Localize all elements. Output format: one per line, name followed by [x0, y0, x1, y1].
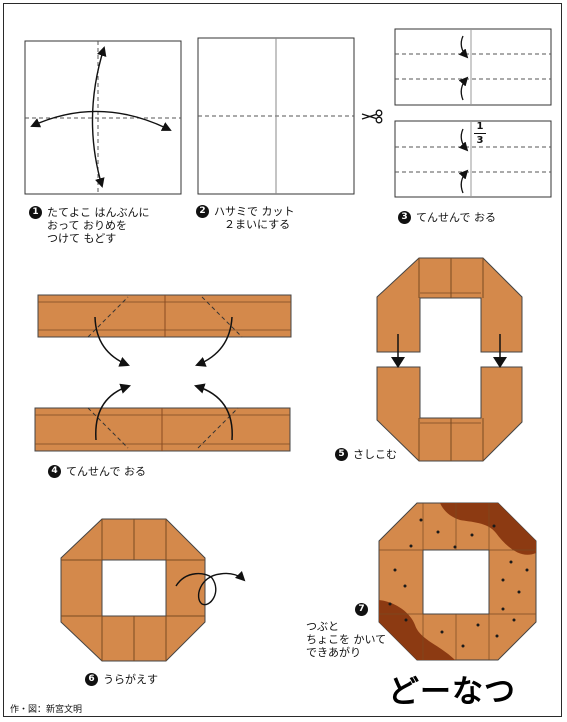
- step3-caption: 3 てんせんで おる: [398, 211, 496, 224]
- sprinkles: [388, 518, 529, 648]
- step1-square: [24, 40, 182, 195]
- fold-arrow-icon: [458, 35, 469, 59]
- fold-arrow-icon: [91, 46, 107, 188]
- chocolate-drizzle-bottom: [379, 600, 455, 660]
- step-number-badge: 2: [196, 205, 209, 218]
- step-number-badge: 6: [85, 673, 98, 686]
- step7-line2: ちょこを かいて: [306, 633, 387, 646]
- one-third-fraction: 1 3: [474, 121, 486, 146]
- fraction-denominator: 3: [476, 135, 484, 146]
- step2-line1: ハサミで カット: [214, 205, 295, 218]
- step5-lower-piece: [376, 366, 523, 462]
- step-number-badge: 3: [398, 211, 411, 224]
- turn-over-icon: [175, 570, 246, 606]
- step-number-badge: 7: [355, 603, 368, 616]
- step-number-badge: 1: [29, 206, 42, 219]
- step6-line1: うらがえす: [103, 673, 158, 686]
- step6-caption: 6 うらがえす: [85, 673, 158, 686]
- step5-caption: 5 さしこむ: [335, 448, 397, 461]
- fraction-bar: [474, 133, 486, 134]
- fold-arrow-icon: [458, 128, 469, 152]
- step6-ring: [60, 518, 206, 662]
- step3-rect-bottom: [394, 120, 552, 198]
- step7-line3: できあがり: [306, 646, 361, 659]
- step1-line3: つけて もどす: [47, 232, 117, 245]
- step7-caption: つぶと ちょこを かいて できあがり: [306, 620, 386, 659]
- step3-line1: てんせんで おる: [416, 211, 496, 224]
- step1-line1: たてよこ はんぶんに: [47, 206, 150, 219]
- step4-line1: てんせんで おる: [66, 465, 146, 478]
- fold-arrow-icon: [458, 169, 469, 194]
- step2-caption: 2 ハサミで カット ２まいにする: [196, 205, 295, 231]
- step-number-badge: 5: [335, 448, 348, 461]
- chocolate-drizzle-top: [440, 503, 536, 555]
- step7-line1: つぶと: [306, 620, 339, 633]
- step2-line2: ２まいにする: [224, 218, 291, 231]
- fold-arrow-icon: [30, 110, 172, 131]
- fold-arrow-icon: [458, 76, 469, 101]
- insert-arrow-icon: [391, 334, 507, 368]
- step2-square: [197, 37, 355, 195]
- fold-arrow-icon: [94, 316, 130, 367]
- step4-strip-top: [37, 294, 292, 338]
- step4-caption: 4 てんせんで おる: [48, 465, 146, 478]
- fold-arrow-icon: [195, 316, 233, 367]
- step5-line1: さしこむ: [353, 448, 397, 461]
- fold-arrow-icon: [193, 383, 233, 441]
- author-credit: 作・図：新宮文明: [10, 705, 83, 715]
- page-title: どーなつ: [388, 674, 516, 710]
- step4-strip-bottom: [34, 407, 291, 452]
- scissors-icon: [361, 109, 383, 124]
- step3-rect-top: [394, 28, 552, 106]
- step1-line2: おって おりめを: [47, 219, 127, 232]
- fraction-numerator: 1: [476, 121, 484, 132]
- step5-upper-piece: [376, 257, 523, 353]
- step1-caption: 1 たてよこ はんぶんに おって おりめを つけて もどす: [29, 206, 150, 245]
- step-number-badge: 4: [48, 465, 61, 478]
- step7-donut: [378, 502, 537, 661]
- fold-arrow-icon: [95, 383, 131, 441]
